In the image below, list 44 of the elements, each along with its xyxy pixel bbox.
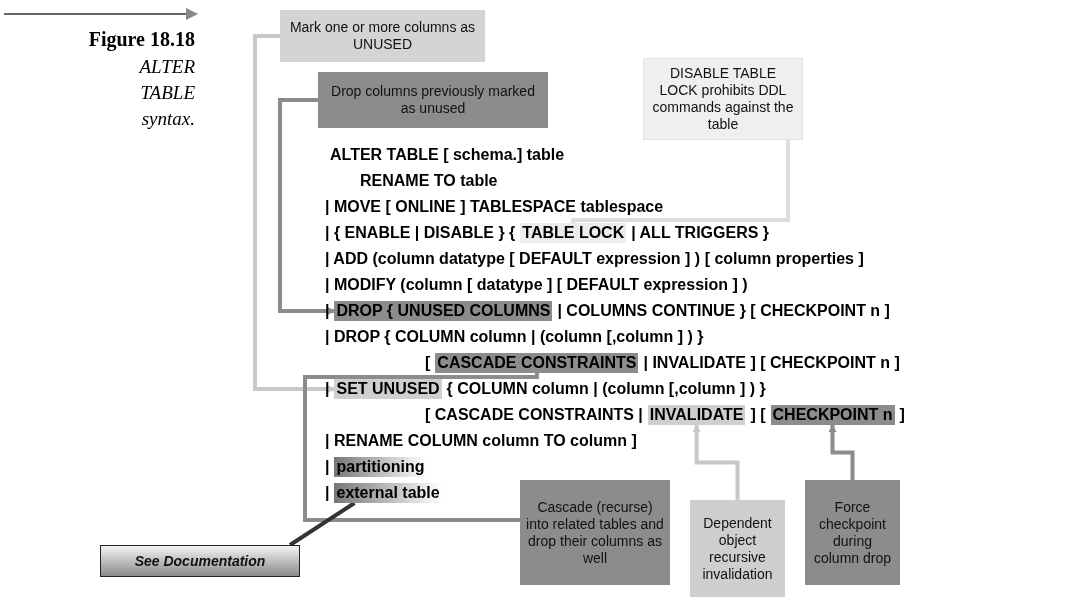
highlighted-keyword: external table [334, 483, 442, 503]
leader-line [571, 140, 790, 224]
highlighted-keyword: INVALIDATE [647, 405, 746, 425]
syntax-text: [ CASCADE CONSTRAINTS | [425, 405, 643, 425]
callout-box: Cascade (recurse) into related tables and drop their columns as well [520, 480, 670, 585]
syntax-text: ALTER TABLE [ schema.] table [330, 145, 565, 165]
highlighted-keyword: CHECKPOINT n [770, 405, 895, 425]
syntax-text: ] [ [750, 405, 766, 425]
highlighted-keyword: partitioning [334, 457, 427, 477]
leader-line [303, 372, 539, 522]
callout-box: DISABLE TABLE LOCK prohibits DDL commands against the table [643, 58, 803, 140]
syntax-text: | INVALIDATE ] [ CHECKPOINT n ] [643, 353, 900, 373]
syntax-text: { COLUMN column | (column [,column ] ) } [446, 379, 766, 399]
callout-box: Drop columns previously marked as unused [318, 72, 548, 128]
figure-caption: ALTER TABLE syntax. [137, 55, 195, 131]
syntax-text: | COLUMNS CONTINUE } [ CHECKPOINT n ] [557, 301, 890, 321]
syntax-text: [ [425, 353, 431, 373]
leader-line [288, 501, 356, 547]
syntax-text: | { ENABLE | DISABLE } { [325, 223, 516, 243]
leader-arrow [278, 98, 336, 315]
leader-arrow [692, 424, 740, 500]
syntax-text: | RENAME COLUMN column TO column ] [325, 431, 637, 451]
syntax-text: | [325, 301, 330, 321]
syntax-text: RENAME TO table [360, 171, 498, 191]
highlighted-keyword: TABLE LOCK [520, 223, 627, 243]
highlighted-keyword: CASCADE CONSTRAINTS [435, 353, 639, 373]
leader-arrow [253, 34, 336, 393]
syntax-text: ] [899, 405, 905, 425]
callout-box: See Documentation [100, 545, 300, 577]
figure-number: Figure 18.18 [88, 28, 195, 51]
highlighted-keyword: DROP { UNUSED COLUMNS [334, 301, 553, 321]
syntax-text: | [325, 483, 330, 503]
syntax-text: | DROP { COLUMN column | (column [,column ] ) } [325, 327, 704, 347]
syntax-text: | ALL TRIGGERS } [631, 223, 770, 243]
callout-box: Force checkpoint during column drop [805, 480, 900, 585]
syntax-text: | ADD (column datatype [ DEFAULT expression ] ) [ column properties ] [325, 249, 864, 269]
callout-box: Mark one or more columns as UNUSED [280, 10, 485, 62]
highlighted-keyword: SET UNUSED [334, 379, 442, 399]
syntax-text: | [325, 457, 330, 477]
syntax-text: | MOVE [ ONLINE ] TABLESPACE tablespace [325, 197, 664, 217]
callout-box: Dependent object recursive invalidation [690, 500, 785, 597]
syntax-text: | MODIFY (column [ datatype ] [ DEFAULT expression ] ) [325, 275, 748, 295]
leader-arrow [828, 424, 855, 480]
syntax-text: | [325, 379, 330, 399]
